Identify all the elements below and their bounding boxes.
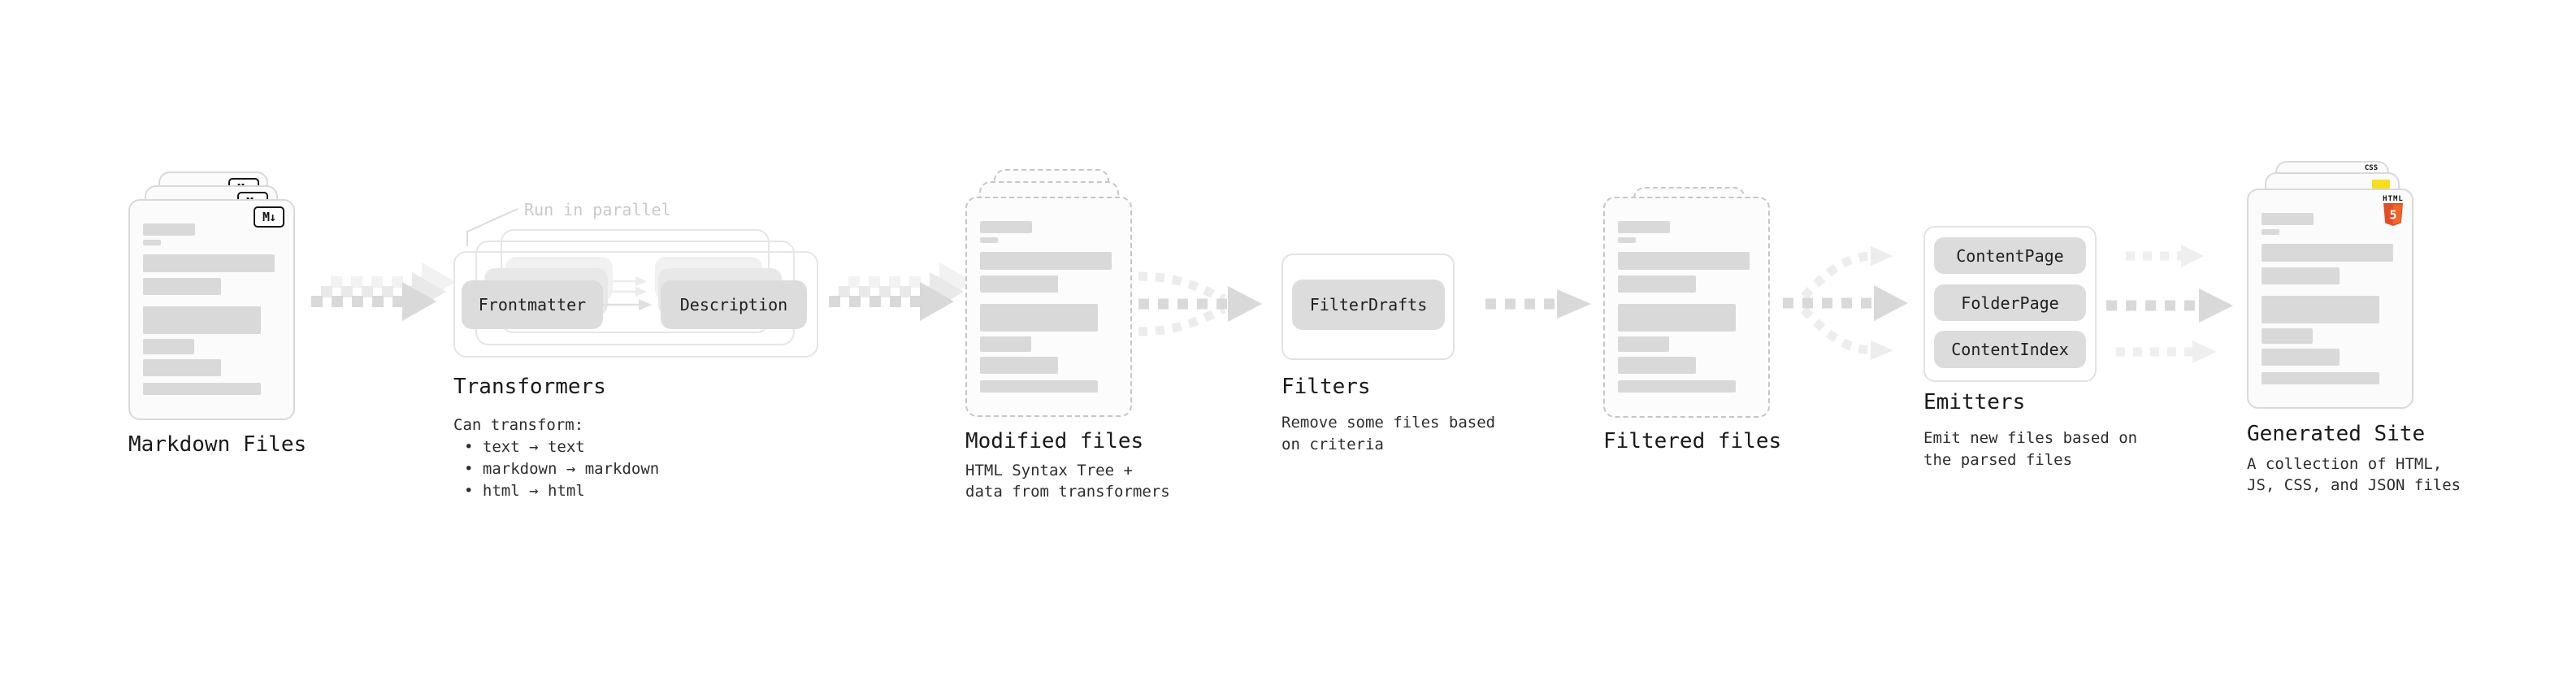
- emitters-label: Emitters: [1923, 390, 2026, 414]
- placeholder-bar: [143, 383, 262, 395]
- placeholder-bar: [143, 359, 222, 376]
- html5-icon-label: HTML: [2383, 195, 2404, 203]
- html5-shield: 5: [2383, 203, 2403, 226]
- arrow-emitters-top: [2126, 245, 2204, 267]
- placeholder-bar: [1618, 221, 1671, 233]
- run-in-parallel-annotation: Run in parallel: [524, 200, 671, 219]
- frontmatter-pill: Frontmatter: [462, 280, 603, 329]
- text-placeholder-bars: [143, 223, 280, 395]
- placeholder-bar: [1618, 336, 1669, 352]
- modified-files-description: HTML Syntax Tree + data from transformer…: [965, 460, 1170, 502]
- file-card-front: HTML 5: [2247, 189, 2413, 409]
- placeholder-bar: [1618, 252, 1750, 270]
- desc-line: HTML Syntax Tree +: [965, 462, 1133, 479]
- filtered-files-label: Filtered files: [1603, 429, 1782, 453]
- filterdrafts-pill: FilterDrafts: [1292, 280, 1445, 330]
- placeholder-bar: [980, 237, 998, 243]
- placeholder-bar: [143, 339, 194, 354]
- arrow-filtered-to-emitters: [1783, 246, 1908, 360]
- arrow-transformers-to-modified: [829, 262, 974, 321]
- placeholder-bar: [2262, 213, 2314, 225]
- placeholder-bar: [980, 221, 1033, 233]
- desc-line: Emit new files based on: [1923, 429, 2138, 447]
- generated-site-label: Generated Site: [2247, 422, 2426, 446]
- file-card-front: [965, 197, 1132, 417]
- js-badge: [2372, 180, 2390, 189]
- placeholder-bar: [980, 252, 1112, 270]
- text-placeholder-bars: [980, 221, 1117, 393]
- modified-files-label: Modified files: [965, 429, 1144, 453]
- desc-bullet: • html → html: [464, 482, 585, 500]
- generated-site-description: A collection of HTML, JS, CSS, and JSON …: [2247, 453, 2461, 496]
- placeholder-bar: [1618, 357, 1697, 374]
- placeholder-bar: [980, 380, 1099, 393]
- filters-description: Remove some files based on criteria: [1281, 412, 1495, 456]
- css-badge-label: CSS: [2364, 164, 2379, 172]
- transformers-label: Transformers: [453, 375, 606, 399]
- description-pill: Description: [661, 280, 807, 329]
- placeholder-bar: [2262, 372, 2380, 384]
- desc-heading: Can transform:: [453, 416, 584, 434]
- arrow-filters-to-filtered: [1485, 289, 1591, 319]
- file-card-front: M↓: [128, 199, 295, 420]
- filters-label: Filters: [1281, 375, 1371, 399]
- placeholder-bar: [1618, 304, 1737, 332]
- placeholder-bar: [2262, 244, 2394, 262]
- desc-line: JS, CSS, and JSON files: [2247, 476, 2461, 494]
- file-card-front: [1603, 197, 1770, 418]
- contentpage-pill: ContentPage: [1934, 237, 2086, 274]
- pill-flow-arrows: [603, 276, 652, 310]
- placeholder-bar: [980, 357, 1059, 374]
- annotation-leader-line: [466, 208, 518, 246]
- placeholder-bar: [980, 275, 1059, 293]
- placeholder-bar: [2262, 328, 2313, 344]
- parallel-group-front: [453, 251, 818, 358]
- transformers-description: Can transform: • text → text • markdown …: [453, 414, 659, 502]
- desc-bullet: • text → text: [464, 438, 585, 456]
- placeholder-bar: [2262, 229, 2279, 235]
- placeholder-bar: [143, 254, 275, 272]
- desc-line: data from transformers: [965, 483, 1170, 501]
- desc-line: the parsed files: [1923, 451, 2073, 469]
- markdown-files-label: Markdown Files: [128, 432, 307, 457]
- html5-number: 5: [2389, 208, 2396, 223]
- placeholder-bar: [1618, 275, 1697, 293]
- placeholder-bar: [2262, 267, 2340, 284]
- arrow-markdown-to-transformers: [311, 262, 456, 321]
- text-placeholder-bars: [2262, 213, 2399, 384]
- arrow-emitters-middle: [2106, 288, 2233, 323]
- placeholder-bar: [143, 223, 196, 236]
- placeholder-bar: [143, 240, 161, 245]
- desc-bullet: • markdown → markdown: [464, 460, 660, 478]
- placeholder-bar: [2262, 296, 2380, 323]
- contentindex-pill: ContentIndex: [1934, 331, 2086, 368]
- placeholder-bar: [1618, 237, 1636, 243]
- desc-line: A collection of HTML,: [2247, 455, 2443, 473]
- placeholder-bar: [980, 304, 1099, 332]
- desc-line: on criteria: [1281, 436, 1384, 453]
- desc-line: Remove some files based: [1281, 414, 1496, 432]
- arrow-modified-to-filters: [1138, 271, 1262, 336]
- folderpage-pill: FolderPage: [1934, 284, 2086, 321]
- placeholder-bar: [143, 306, 262, 334]
- placeholder-bar: [1618, 380, 1737, 393]
- placeholder-bar: [980, 336, 1031, 352]
- placeholder-bar: [2262, 349, 2340, 366]
- arrow-emitters-bottom: [2116, 340, 2217, 363]
- text-placeholder-bars: [1618, 221, 1755, 393]
- emitters-description: Emit new files based on the parsed files: [1923, 427, 2137, 471]
- html5-icon: HTML 5: [2383, 195, 2404, 229]
- markdown-icon: M↓: [254, 206, 284, 228]
- placeholder-bar: [143, 278, 222, 295]
